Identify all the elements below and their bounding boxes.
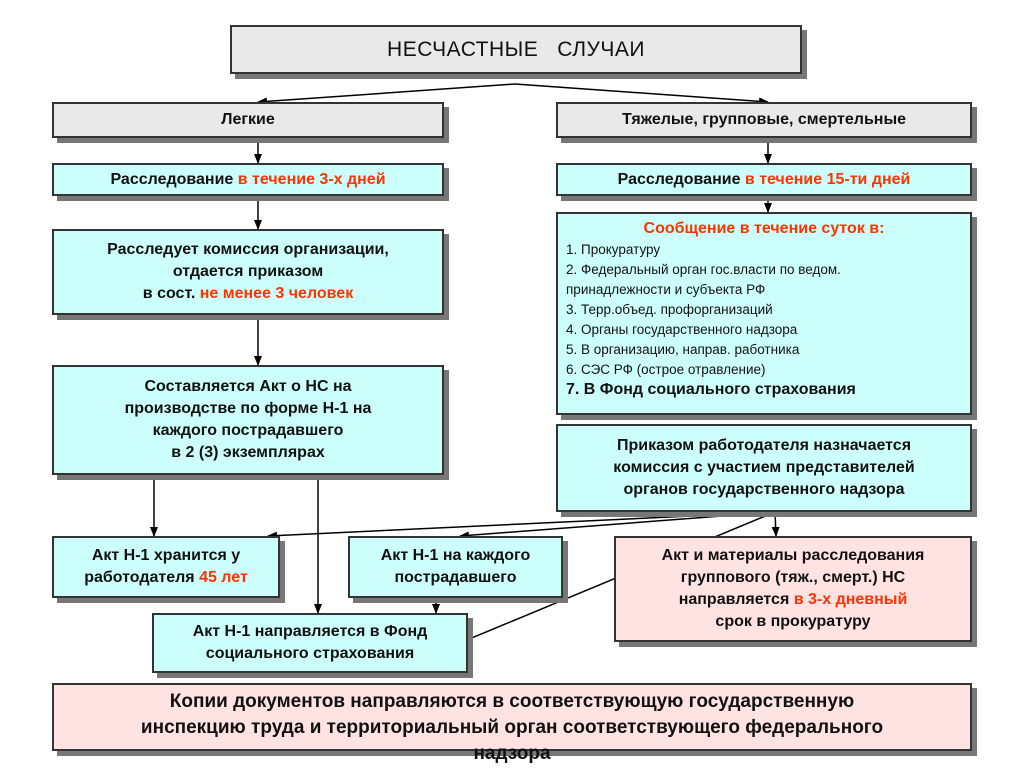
notification-item: 4. Органы государственного надзора: [566, 322, 798, 337]
materials-prefix: направляется: [678, 591, 794, 608]
arrow-title-left: [257, 83, 516, 106]
arrow-title-right: [514, 83, 769, 106]
notification-item: 2. Федеральный орган гос.власти по ведом…: [566, 262, 841, 277]
fund-line2: социального страхования: [205, 645, 415, 662]
right-investigation-prefix: Расследование: [617, 170, 745, 188]
act-each-line2: пострадавшего: [394, 569, 517, 586]
title-box: НЕСЧАСТНЫЕ СЛУЧАИ: [230, 25, 802, 74]
notification-item: 1. Прокуратуру: [566, 242, 661, 257]
act-stored-line1: Акт Н-1 хранится у: [91, 547, 241, 564]
arrow-order-materials: [771, 511, 780, 537]
act-line2: производстве по форме Н-1 на: [124, 400, 372, 417]
materials-line4: срок в прокуратуру: [715, 613, 871, 630]
notification-box: Сообщение в течение суток в: 1. Прокурат…: [556, 212, 972, 415]
category-severe-label: Тяжелые, групповые, смертельные: [621, 111, 907, 128]
notification-heading: Сообщение в течение суток в:: [643, 220, 885, 237]
left-investigation-box: Расследование в течение 3-х дней: [52, 163, 444, 196]
notification-item: 6. СЭС РФ (острое отравление): [566, 362, 766, 377]
order-box: Приказом работодателя назначается комисс…: [556, 424, 972, 512]
act-each-line1: Акт Н-1 на каждого: [380, 547, 531, 564]
act-line1: Составляется Акт о НС на: [144, 378, 352, 395]
arrow-order-each: [459, 511, 776, 540]
materials-box: Акт и материалы расследования группового…: [614, 536, 972, 642]
right-investigation-box: Расследование в течение 15-ти дней: [556, 163, 972, 196]
notification-list: 1. Прокуратуру 2. Федеральный орган гос.…: [558, 240, 970, 400]
order-line1: Приказом работодателя назначается: [616, 437, 912, 454]
category-light-label: Легкие: [221, 111, 275, 128]
copies-line3: надзора: [473, 743, 551, 764]
copies-line1: Копии документов направляются в соответс…: [169, 691, 855, 712]
fund-box: Акт Н-1 направляется в Фонд социального …: [152, 613, 468, 673]
arrow-order-stored: [267, 511, 776, 540]
order-line2: комиссия с участием представителей: [613, 459, 915, 476]
commission-prefix: в сост.: [142, 285, 200, 302]
category-light: Легкие: [52, 102, 444, 138]
notification-item-fund: 7. В Фонд социального страхования: [566, 381, 856, 398]
act-line4: в 2 (3) экземплярах: [171, 444, 325, 461]
title-text: НЕСЧАСТНЫЕ СЛУЧАИ: [387, 37, 645, 61]
materials-deadline: в 3-х дневный: [793, 591, 908, 608]
commission-size: не менее 3 человек: [199, 285, 354, 302]
category-severe: Тяжелые, групповые, смертельные: [556, 102, 972, 138]
act-each-box: Акт Н-1 на каждого пострадавшего: [348, 536, 563, 598]
left-investigation-deadline: в течение 3-х дней: [237, 170, 386, 188]
right-investigation-deadline: в течение 15-ти дней: [744, 170, 911, 188]
copies-line2: инспекцию труда и территориальный орган …: [140, 717, 884, 738]
act-box: Составляется Акт о НС на производстве по…: [52, 365, 444, 475]
act-stored-box: Акт Н-1 хранится у работодателя 45 лет: [52, 536, 280, 598]
materials-line1: Акт и материалы расследования: [661, 547, 925, 564]
notification-item: 3. Терр.объед. профорганизаций: [566, 302, 773, 317]
left-investigation-prefix: Расследование: [110, 170, 238, 188]
fund-line1: Акт Н-1 направляется в Фонд: [192, 623, 428, 640]
act-stored-period: 45 лет: [199, 569, 248, 586]
act-line3: каждого пострадавшего: [152, 422, 344, 439]
materials-line2: группового (тяж., смерт.) НС: [680, 569, 906, 586]
commission-line1: Расследует комиссия организации,: [107, 241, 389, 258]
order-line3: органов государственного надзора: [623, 481, 905, 498]
act-stored-prefix: работодателя: [84, 569, 200, 586]
copies-box: Копии документов направляются в соответс…: [52, 683, 972, 764]
commission-line2: отдается приказом: [172, 263, 324, 280]
notification-item: принадлежности и субъекта РФ: [566, 282, 766, 297]
notification-item: 5. В организацию, направ. работника: [566, 342, 800, 357]
commission-box: Расследует комиссия организации, отдаетс…: [52, 229, 444, 315]
